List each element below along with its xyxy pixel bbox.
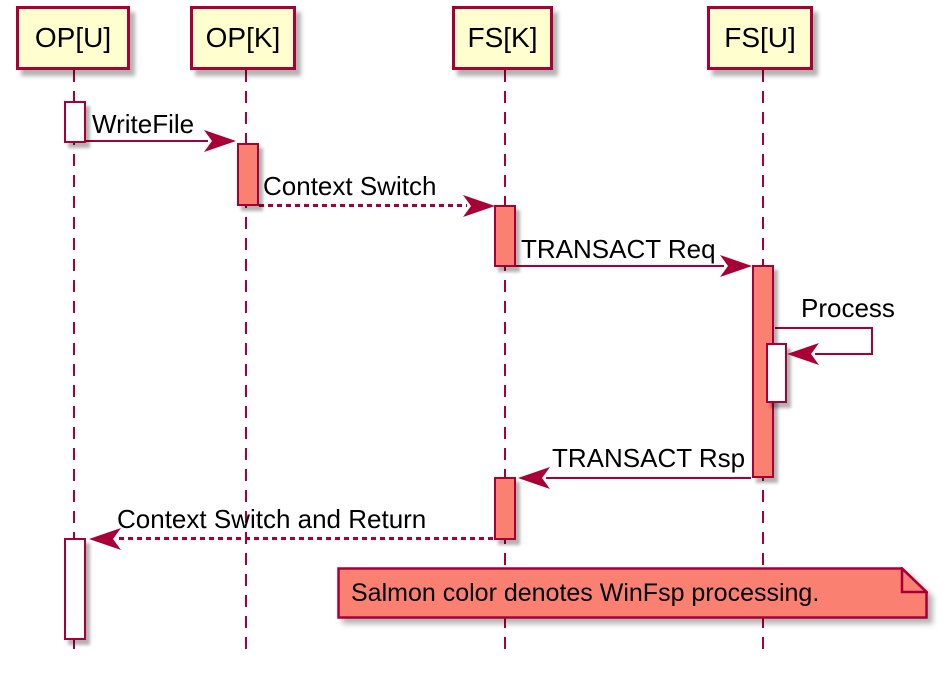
lifeline-op-k xyxy=(245,70,247,654)
message-label-process: Process xyxy=(801,293,895,323)
message-line-context-switch-return xyxy=(119,537,494,540)
arrowhead-left-icon xyxy=(518,467,550,489)
message-line-context-switch xyxy=(259,204,467,207)
activation-fs-k-response xyxy=(494,477,516,540)
arrowhead-left-icon xyxy=(787,343,819,365)
message-label-writefile: WriteFile xyxy=(92,109,195,139)
message-line-process-out xyxy=(775,327,873,329)
activation-op-u-request xyxy=(64,101,86,143)
activation-fs-k-request xyxy=(494,205,516,267)
participant-fs-k: FS[K] xyxy=(452,6,553,70)
activation-op-k xyxy=(237,143,259,206)
note-fold-icon xyxy=(900,567,928,594)
note-shape xyxy=(337,567,928,619)
participant-op-k: OP[K] xyxy=(190,6,296,70)
message-line-transact-rsp xyxy=(546,477,751,479)
note-text: Salmon color denotes WinFsp processing. xyxy=(351,579,820,607)
lifeline-op-u xyxy=(73,70,75,654)
message-label-context-switch: Context Switch xyxy=(263,171,437,201)
note: Salmon color denotes WinFsp processing. xyxy=(337,567,928,619)
activation-op-u-return xyxy=(64,538,86,640)
arrowhead-right-icon xyxy=(204,130,236,152)
participant-op-u: OP[U] xyxy=(16,6,130,70)
message-line-process-return xyxy=(815,353,873,355)
arrowhead-right-icon xyxy=(720,255,752,277)
message-label-context-switch-return: Context Switch and Return xyxy=(117,504,427,534)
participant-fs-u: FS[U] xyxy=(707,6,813,70)
lifeline-fs-k xyxy=(504,70,506,654)
message-line-writefile xyxy=(86,140,208,142)
message-label-transact-rsp: TRANSACT Rsp xyxy=(552,443,746,473)
arrowhead-right-icon xyxy=(463,195,495,217)
message-label-transact-req: TRANSACT Req xyxy=(521,234,716,264)
activation-fs-u-process-nested xyxy=(766,343,787,403)
message-line-process-down xyxy=(871,327,873,355)
message-line-transact-req xyxy=(516,265,724,267)
arrowhead-left-icon xyxy=(89,528,121,550)
